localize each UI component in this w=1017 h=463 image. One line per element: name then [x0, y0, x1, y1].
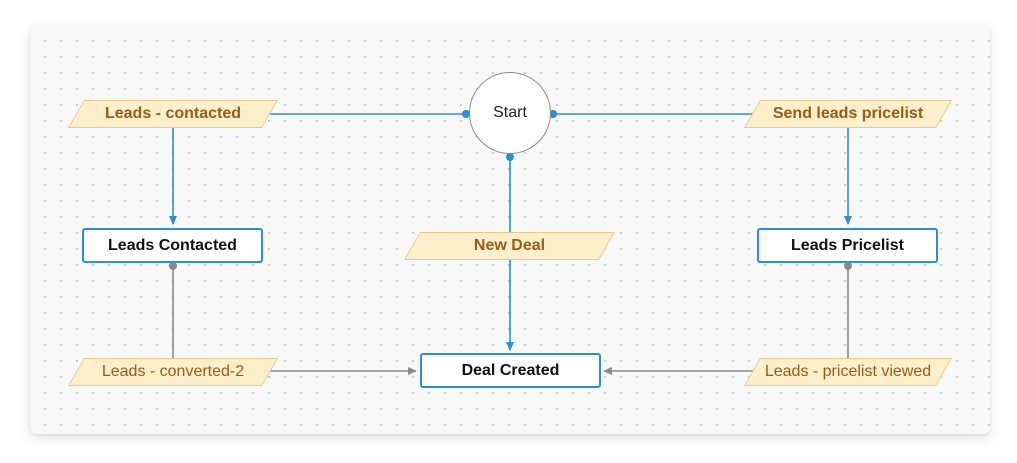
start-node[interactable]: Start: [469, 72, 551, 154]
transition-label: Send leads pricelist: [772, 105, 924, 122]
state-deal-created[interactable]: Deal Created: [420, 353, 601, 388]
connector-start-to-leads-pricelist: [553, 113, 852, 225]
start-port-left: [462, 110, 470, 118]
transition-leads-contacted[interactable]: Leads - contacted: [76, 100, 270, 128]
state-label: Deal Created: [461, 361, 560, 379]
leads-pricelist-port-bottom: [844, 262, 852, 270]
transition-leads-pricelist-viewed[interactable]: Leads - pricelist viewed: [752, 358, 944, 386]
transition-label: Leads - contacted: [104, 105, 242, 122]
transition-label: New Deal: [473, 237, 546, 254]
start-port-right: [549, 110, 557, 118]
connector-leads-pricelist-to-deal-created: [603, 266, 849, 375]
start-port-bottom: [506, 153, 514, 161]
transition-label: Leads - pricelist viewed: [764, 363, 932, 380]
transition-new-deal[interactable]: New Deal: [412, 232, 607, 260]
state-label: Leads Contacted: [108, 236, 237, 254]
state-leads-contacted[interactable]: Leads Contacted: [82, 228, 263, 263]
transition-label: Leads - converted-2: [101, 363, 245, 380]
state-leads-pricelist[interactable]: Leads Pricelist: [757, 228, 938, 263]
start-label: Start: [493, 104, 527, 121]
connector-leads-contacted-to-deal-created: [172, 266, 417, 375]
transition-send-leads-pricelist[interactable]: Send leads pricelist: [752, 100, 944, 128]
leads-contacted-port-bottom: [169, 262, 177, 270]
state-label: Leads Pricelist: [791, 236, 904, 254]
connector-start-to-leads-contacted: [169, 113, 466, 225]
transition-leads-converted-2[interactable]: Leads - converted-2: [76, 358, 270, 386]
